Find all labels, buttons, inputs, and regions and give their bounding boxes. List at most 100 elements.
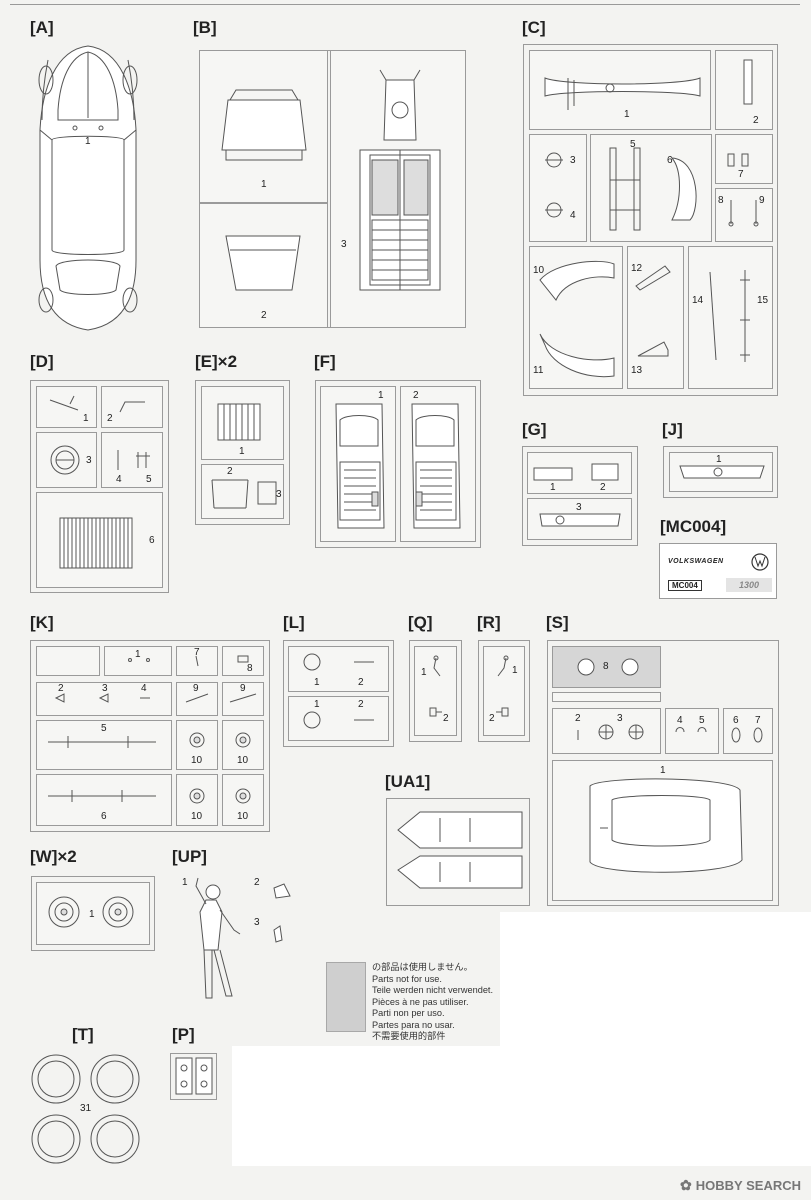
sprue-a-part-1: 1 xyxy=(85,136,91,147)
sprue-d-part-3: 3 xyxy=(86,455,92,466)
sprue-k-part-1: 1 xyxy=(135,649,141,660)
notice-line-zh: 不需要使用的部件 xyxy=(372,1031,446,1041)
sprue-up-part-2: 2 xyxy=(254,877,260,888)
sprue-s-part-1: 1 xyxy=(660,765,666,776)
sprue-b-part-1: 1 xyxy=(261,179,267,190)
sprue-up-part-3: 3 xyxy=(254,917,260,928)
sprue-e-part-1: 1 xyxy=(239,446,245,457)
sprue-r-part-2: 2 xyxy=(489,713,495,724)
sprue-up-part-1: 1 xyxy=(182,877,188,888)
sprue-c-label: [C] xyxy=(522,18,546,37)
sprue-a-label: [A] xyxy=(30,18,54,37)
blank-area-bottom xyxy=(232,1046,811,1166)
sprue-s-part-4: 4 xyxy=(677,715,683,726)
sprue-c-cell-12-13 xyxy=(627,246,684,389)
sprue-e-part-2: 2 xyxy=(227,466,233,477)
decal-badge: 1300 xyxy=(726,578,772,592)
sprue-s-part-8: 8 xyxy=(603,661,609,672)
sprue-k-label: [K] xyxy=(30,613,54,632)
sprue-s-part-6: 6 xyxy=(733,715,739,726)
sprue-e-label: [E]×2 xyxy=(195,352,238,371)
sprue-k-part-2: 2 xyxy=(58,683,64,694)
decal-code: MC004 xyxy=(668,580,702,591)
sprue-d-cell-1 xyxy=(36,386,97,428)
sprue-g-part-3: 3 xyxy=(576,502,582,513)
sprue-f-label: [F] xyxy=(314,352,336,371)
sprue-e-cell-2-3 xyxy=(201,464,284,519)
sprue-k-part-10b: 10 xyxy=(237,755,249,766)
notice-line-es: Partes para no usar. xyxy=(372,1019,455,1030)
sprue-l-part-2a: 2 xyxy=(358,677,364,688)
decal-sheet: VOLKSWAGEN MC004 1300 xyxy=(659,543,777,599)
sprue-k-cell-10a xyxy=(176,720,218,770)
sprue-k-cell-8 xyxy=(222,646,264,676)
sprue-q-part-2: 2 xyxy=(443,713,449,724)
sprue-k-part-10a: 10 xyxy=(191,755,203,766)
sprue-k-part-10c: 10 xyxy=(191,811,203,822)
sprue-c-cell-14-15 xyxy=(688,246,773,389)
sprue-j-label: [J] xyxy=(662,420,683,439)
sprue-f-part-2: 2 xyxy=(413,390,419,401)
sprue-c-part-15: 15 xyxy=(757,295,769,306)
vw-logo-icon xyxy=(751,553,769,571)
sprue-s-label: [S] xyxy=(546,613,569,632)
sprue-c-part-6: 6 xyxy=(667,155,673,166)
decal-label: [MC004] xyxy=(660,517,727,536)
sprue-s-cell-strip xyxy=(552,692,661,702)
sprue-k-cell-9a xyxy=(176,682,218,716)
sprue-k-cell-10d xyxy=(222,774,264,826)
sprue-f-part-1: 1 xyxy=(378,390,384,401)
sprue-c-part-10: 10 xyxy=(533,265,545,276)
sprue-s-cell-4-5 xyxy=(665,708,719,754)
notice-line-it: Parti non per uso. xyxy=(372,1008,445,1018)
sprue-p-label: [P] xyxy=(172,1025,195,1044)
sprue-t-label: [T] xyxy=(72,1025,94,1044)
sprue-s-cell-6-7 xyxy=(723,708,773,754)
sprue-up-label: [UP] xyxy=(172,847,207,866)
sprue-r-part-1: 1 xyxy=(512,665,518,676)
sprue-ua1-label: [UA1] xyxy=(385,772,431,791)
sprue-c-cell-8-9 xyxy=(715,188,773,242)
sprue-c-part-14: 14 xyxy=(692,295,704,306)
sprue-q-part-1: 1 xyxy=(421,667,427,678)
sprue-l-part-1a: 1 xyxy=(314,677,320,688)
sprue-g-part-2: 2 xyxy=(600,482,606,493)
sprue-k-part-9b: 9 xyxy=(240,683,246,694)
sprue-s-part-7: 7 xyxy=(755,715,761,726)
sprue-d-part-5: 5 xyxy=(146,474,152,485)
sprue-g-label: [G] xyxy=(522,420,547,439)
watermark-text: HOBBY SEARCH xyxy=(695,1178,801,1193)
sprue-k-part-4: 4 xyxy=(141,683,147,694)
sprue-c-part-9: 9 xyxy=(759,195,765,206)
sprue-t-part-31: 31 xyxy=(80,1103,92,1114)
sprue-k-part-3: 3 xyxy=(102,683,108,694)
sprue-c-part-7: 7 xyxy=(738,169,744,180)
unused-parts-swatch xyxy=(326,962,366,1032)
sprue-w-part-1: 1 xyxy=(89,909,95,920)
decal-brand-text: VOLKSWAGEN xyxy=(668,558,724,565)
sprue-d-label: [D] xyxy=(30,352,54,371)
sprue-c-part-11: 11 xyxy=(533,365,544,376)
sprue-d-part-2: 2 xyxy=(107,413,113,424)
sprue-k-part-6: 6 xyxy=(101,811,107,822)
blank-area-right xyxy=(500,912,811,1046)
sprue-l-cell-bottom xyxy=(288,696,389,741)
sprue-c-cell-3-4 xyxy=(529,134,587,242)
sprue-b-part-3: 3 xyxy=(341,239,347,250)
sprue-e-part-3: 3 xyxy=(276,489,282,500)
sprue-s-part-3: 3 xyxy=(617,713,623,724)
sprue-k-cell-10c xyxy=(176,774,218,826)
unused-parts-notice: の部品は使用しません。 Parts not for use. Teile wer… xyxy=(372,962,493,1043)
